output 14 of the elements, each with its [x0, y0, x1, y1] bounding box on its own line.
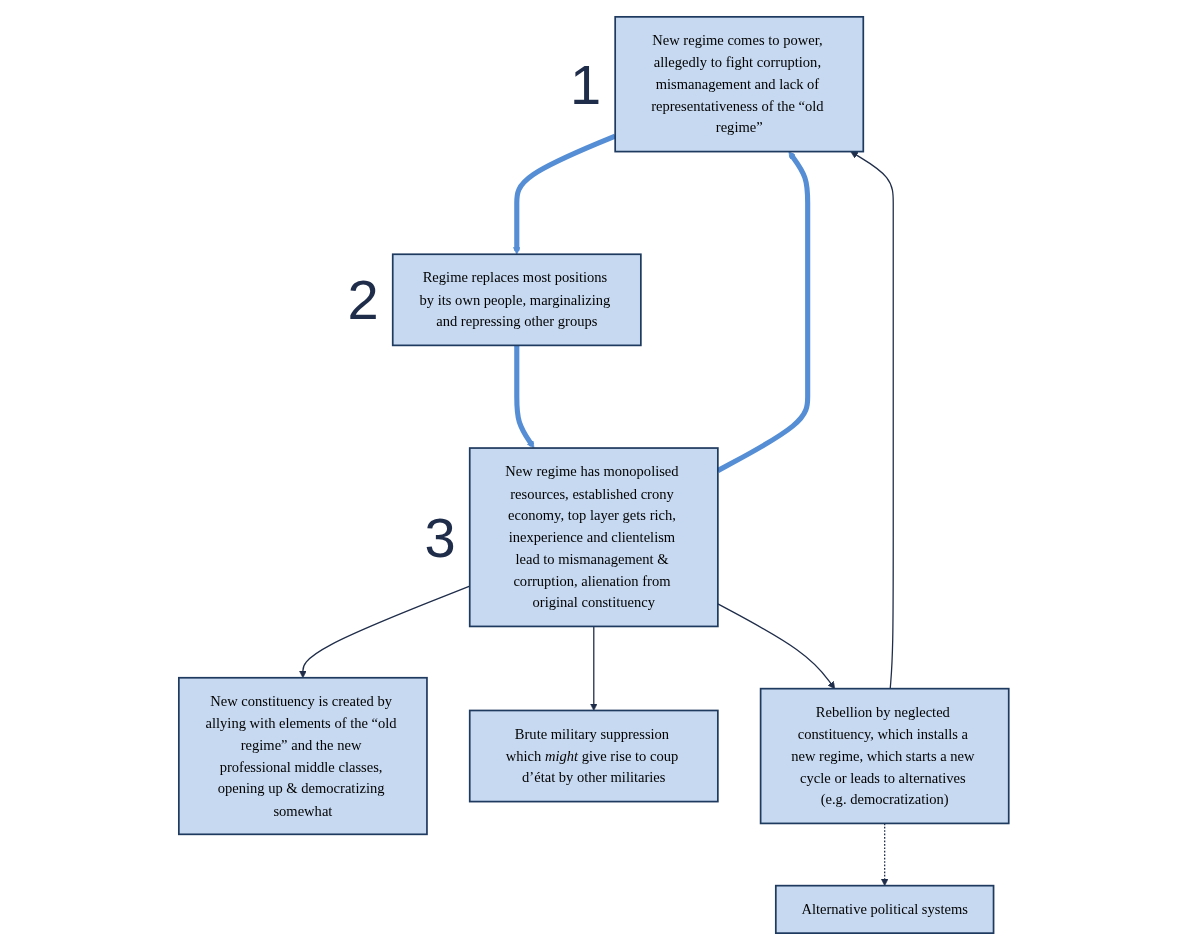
- arrow: [850, 150, 894, 689]
- arrow: [513, 344, 535, 448]
- stage-number: 3: [424, 504, 456, 570]
- stage-number: 2: [347, 267, 379, 333]
- node-box: Brute military suppression which might give rise to coup d’état by other militaries: [468, 709, 719, 802]
- stage-number: 1: [569, 51, 602, 117]
- node-box: New constituency is created by allying with elements of the “old regime” and the new professional middle classes, opening up & democratizing somewhat: [177, 676, 428, 835]
- node-box: Alternative political systems: [774, 884, 995, 934]
- arrow: [589, 625, 598, 711]
- node-box: Regime replaces most positions by its own people, marginalizing and repressing other groups: [391, 252, 642, 346]
- node-box: New regime comes to power, allegedly to fight corruption, mismanagement and lack of representativeness of the “old regime”: [614, 15, 864, 152]
- node-box: Rebellion by neglected constituency, which installs a new regime, which starts a new cycle or leads to alternatives (e.g. democratization): [759, 687, 1010, 824]
- node-box: New regime has monopolised resources, established crony economy, top layer gets rich, inexperience and clientelism lead to mismanagement & corruption, alienation from original constituency: [468, 446, 719, 627]
- arrow: [880, 822, 889, 886]
